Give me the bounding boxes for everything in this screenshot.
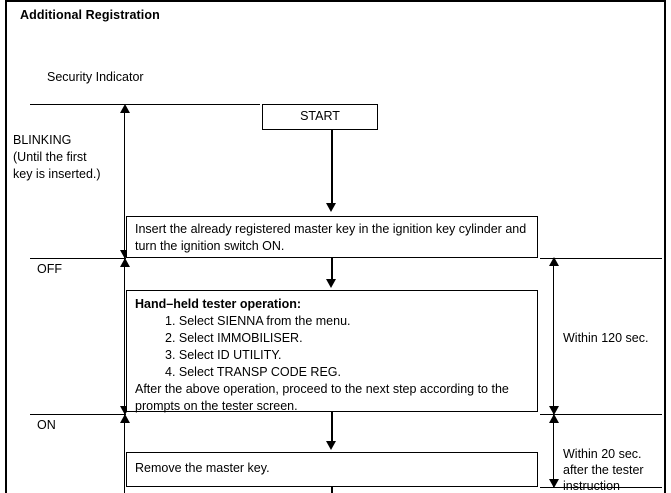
flow-box-tester-step-3: 3. Select ID UTILITY. <box>165 348 282 362</box>
flow-box-tester-step-2: 2. Select IMMOBILISER. <box>165 331 303 345</box>
indicator-state-blinking: BLINKING (Until the first key is inserte… <box>13 132 123 183</box>
timing-label-within-20: Within 20 sec. after the tester instruct… <box>563 446 663 493</box>
indicator-transition-line-off-to-on <box>124 258 125 416</box>
flow-connector-remove-continue <box>331 487 333 493</box>
flow-box-insert-line-1: Insert the already registered master key… <box>135 222 527 236</box>
flow-box-remove-master-key[interactable]: Remove the master key. <box>126 452 538 487</box>
timing-level-line-bottom-right <box>540 487 662 488</box>
page-frame-top-border <box>5 0 666 2</box>
state-level-line-off-left <box>30 258 126 259</box>
timing-bracket-within-120 <box>553 260 554 414</box>
page-frame-left-border <box>5 0 7 493</box>
flow-box-remove-label: Remove the master key. <box>135 461 270 475</box>
arrow-down-icon-insert-to-tester <box>326 279 336 288</box>
state-level-line-blinking <box>30 104 260 105</box>
arrow-down-icon-start-to-insert <box>326 203 336 212</box>
flow-box-tester-tail-line-1: After the above operation, proceed to th… <box>135 382 509 396</box>
timing-level-line-on-right <box>540 414 662 415</box>
flow-box-start-label: START <box>300 109 340 123</box>
indicator-transition-line-blinking-to-off <box>124 108 125 260</box>
flow-box-tester-step-1: 1. Select SIENNA from the menu. <box>165 314 351 328</box>
indicator-state-blinking-label: BLINKING <box>13 133 72 147</box>
arrow-up-icon-to-off <box>120 258 130 267</box>
timing-bracket-within-20 <box>553 414 554 487</box>
arrow-up-icon-timing-20-top <box>549 414 559 423</box>
security-indicator-label: Security Indicator <box>47 70 144 84</box>
page-frame-right-border <box>664 0 666 493</box>
arrow-down-icon-to-on <box>120 406 130 415</box>
flow-box-insert-master-key[interactable]: Insert the already registered master key… <box>126 216 538 258</box>
flow-box-insert-line-2: turn the ignition switch ON. <box>135 239 285 253</box>
timing-label-within-20-line-3: instruction <box>563 479 620 493</box>
indicator-state-off-label: OFF <box>37 262 62 276</box>
flow-box-start[interactable]: START <box>262 104 378 130</box>
arrow-up-icon-timing-120-top <box>549 257 559 266</box>
indicator-transition-line-on-continue <box>124 414 125 493</box>
flow-box-tester-title: Hand–held tester operation: <box>135 297 301 311</box>
state-level-line-on-left <box>30 414 126 415</box>
timing-label-within-20-line-2: after the tester <box>563 463 644 477</box>
arrow-down-icon-timing-120-bottom <box>549 406 559 415</box>
flow-connector-insert-to-tester <box>331 258 333 282</box>
arrow-down-icon-timing-20-bottom <box>549 479 559 488</box>
timing-level-line-off-right <box>540 258 662 259</box>
page-title: Additional Registration <box>20 8 160 22</box>
flow-box-tester-tail-line-2: prompts on the tester screen. <box>135 399 298 413</box>
flow-connector-start-to-insert <box>331 130 333 208</box>
arrow-down-icon-to-off <box>120 250 130 259</box>
indicator-state-on-label: ON <box>37 418 56 432</box>
timing-label-within-20-line-1: Within 20 sec. <box>563 447 642 461</box>
timing-label-within-120: Within 120 sec. <box>563 331 649 345</box>
arrow-down-icon-tester-to-remove <box>326 441 336 450</box>
arrow-up-icon-to-on <box>120 414 130 423</box>
flow-connector-tester-to-remove <box>331 412 333 444</box>
arrow-up-icon-to-blinking <box>120 104 130 113</box>
indicator-state-blinking-note-line-2: key is inserted.) <box>13 167 101 181</box>
flow-box-hand-held-tester-operation[interactable]: Hand–held tester operation: 1. Select SI… <box>126 290 538 413</box>
indicator-state-blinking-note-line-1: (Until the first <box>13 150 87 164</box>
flow-box-tester-step-4: 4. Select TRANSP CODE REG. <box>165 365 341 379</box>
